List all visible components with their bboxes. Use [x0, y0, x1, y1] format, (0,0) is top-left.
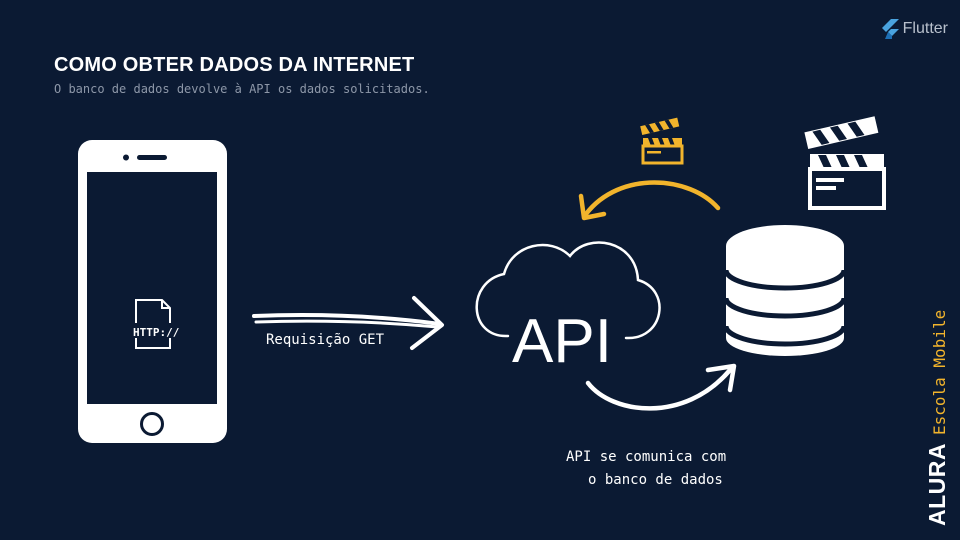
flutter-logo-icon — [881, 19, 899, 39]
clapperboard-icon — [804, 116, 886, 210]
flutter-brand: Flutter — [880, 18, 948, 40]
http-file-icon: HTTP:// — [131, 299, 180, 349]
smartphone-icon — [78, 140, 227, 443]
page-title: COMO OBTER DADOS DA INTERNET — [54, 54, 415, 76]
request-label: Requisição GET — [266, 332, 385, 348]
curved-arrow-icon — [578, 180, 721, 221]
alura-wordmark: ALURA — [924, 443, 950, 526]
communication-label-line: API se comunica com — [566, 449, 727, 465]
curved-arrow-icon — [585, 363, 737, 411]
clapperboard-icon — [640, 117, 684, 165]
escola-mobile-text: Escola Mobile — [930, 309, 949, 435]
page-subtitle: O banco de dados devolve à API os dados … — [54, 82, 430, 96]
http-file-text: HTTP:// — [133, 326, 180, 339]
flutter-wordmark: Flutter — [902, 20, 948, 37]
cloud-label: API — [512, 307, 612, 376]
alura-brand: ALURA Escola Mobile — [924, 310, 951, 526]
database-icon — [723, 225, 847, 356]
communication-label: API se comunica com o banco de dados — [566, 446, 726, 492]
cloud-icon: API — [475, 241, 661, 376]
communication-label-line: o banco de dados — [588, 472, 723, 488]
arrow-right-icon — [252, 296, 444, 350]
